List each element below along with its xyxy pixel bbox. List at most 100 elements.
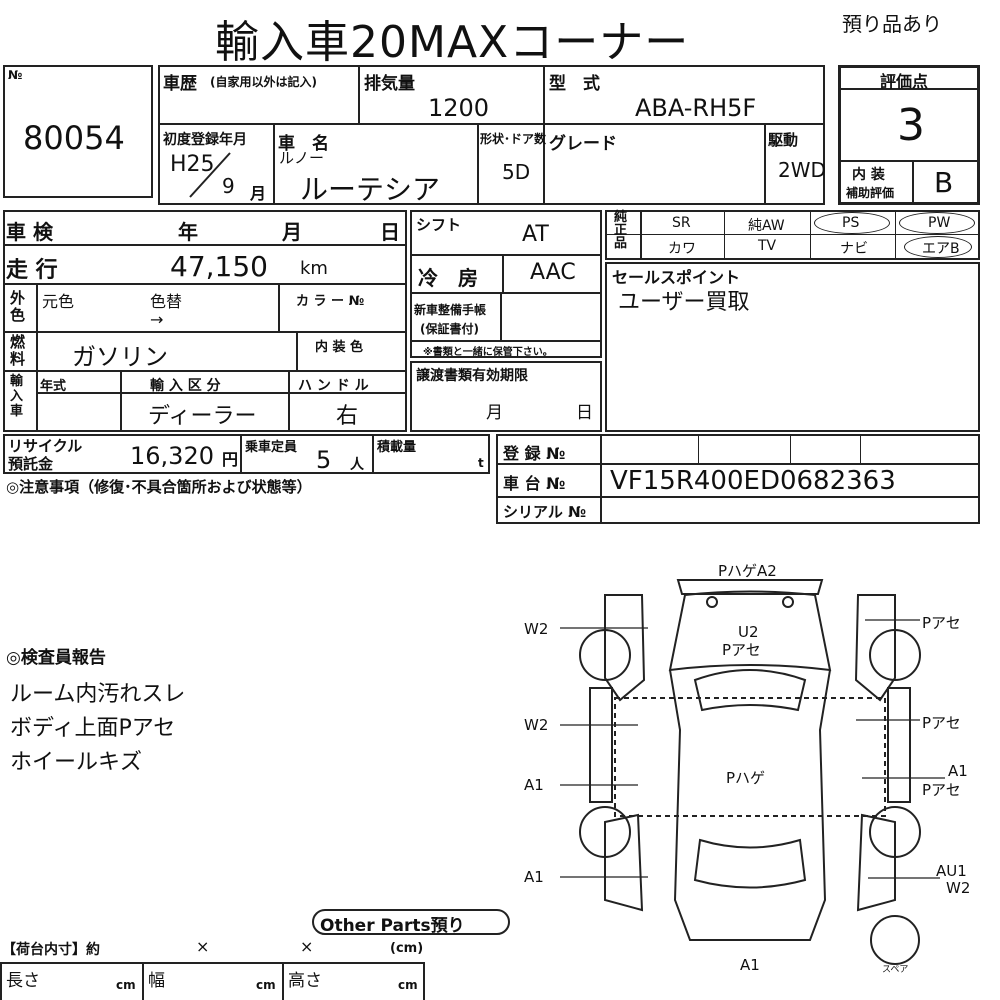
front-bumper [676, 579, 824, 595]
recycle-unit: 円 [222, 450, 239, 469]
fuel-value: ガソリン [72, 343, 168, 371]
vehicle-info-top [158, 65, 825, 205]
cargo-label: 【荷台内寸】約 [2, 942, 100, 958]
transfer-deadline-block [410, 361, 602, 432]
inspection-year: 年 [178, 220, 198, 244]
score-value: 3 [897, 100, 925, 151]
import-label: 輸入車 [10, 374, 24, 419]
vehicle-info-mid [3, 210, 407, 432]
left-sill [589, 687, 613, 803]
cargo-unit: (cm) [390, 941, 424, 956]
option-leather: カワ [668, 241, 696, 257]
shift-value: AT [522, 222, 549, 247]
handle-label: ハ ン ド ル [298, 378, 369, 394]
interior-value: B [934, 166, 954, 199]
recycle-row [3, 434, 490, 474]
left-front-fender [604, 594, 646, 702]
right-rear-fender [856, 813, 896, 912]
caution-label: ◎注意事項（修復･不具合箇所および状態等） [6, 478, 312, 496]
transfer-month: 月 [486, 403, 503, 423]
repaint-arrow: → [150, 310, 164, 329]
car-name-label: 車 名 [278, 134, 329, 154]
diag-spare: スペア [882, 965, 909, 975]
warranty-label: 新車整備手帳 [414, 303, 487, 317]
first-reg-month: 9 [222, 174, 235, 198]
inspector-item: ホイールキズ [10, 750, 143, 775]
number-value: 80054 [23, 119, 125, 157]
interior-color-label: 内 装 色 [315, 340, 364, 355]
inspection-label: 車 検 [6, 220, 53, 244]
score-label: 評価点 [880, 72, 929, 91]
diag-right-4a: AU1 [936, 862, 967, 880]
option-navi: ナビ [840, 241, 868, 257]
inspector-item: ボディ上面Pアセ [10, 716, 176, 741]
import-class-label: 輸 入 区 分 [150, 378, 221, 394]
spare-tire [870, 915, 920, 965]
windshield [693, 669, 807, 712]
roof-dashed [614, 697, 886, 817]
warranty-note: ※書類と一緒に保管下さい。 [423, 347, 553, 358]
ac-value: AAC [530, 260, 576, 285]
ac-label: 冷 房 [418, 266, 478, 290]
other-parts-title: Other Parts預り [320, 916, 465, 936]
diag-right-4b: W2 [946, 879, 971, 897]
transfer-day: 日 [576, 403, 593, 423]
rear-window [693, 838, 807, 889]
drive-value: 2WD [778, 158, 826, 182]
recycle-label: リサイクル [8, 437, 83, 455]
mileage-label: 走 行 [6, 258, 58, 283]
options-grid [605, 210, 980, 260]
grade-label: グレード [549, 134, 617, 154]
chassis-value: VF15R400ED0682363 [610, 466, 896, 496]
repaint-label: 色替 [150, 292, 183, 311]
model-label: 型 式 [549, 74, 600, 94]
option-pw-circle [899, 212, 975, 234]
cargo-dimensions [0, 962, 425, 1000]
registration-block [496, 434, 980, 524]
genuine-label: 純正品 [614, 210, 628, 251]
first-reg-unit: 月 [250, 184, 267, 203]
transfer-label: 譲渡書類有効期限 [416, 368, 528, 384]
right-sill [887, 687, 911, 803]
option-aw: 純AW [748, 218, 785, 234]
height-cm: cm [398, 978, 418, 992]
chassis-label: 車 台 № [503, 474, 566, 493]
cargo-times-1: × [196, 937, 210, 956]
inspector-label: ◎検査員報告 [6, 648, 106, 668]
inspector-item: ルーム内汚れスレ [10, 682, 186, 707]
diag-top: PハゲA2 [718, 562, 777, 580]
doors-label: 形状･ドア数 [480, 132, 547, 146]
first-reg-year: H25 [170, 152, 215, 177]
recycle-sub: 預託金 [8, 455, 54, 473]
displacement-value: 1200 [428, 94, 490, 122]
first-reg-label: 初度登録年月 [163, 132, 247, 148]
inspection-month: 月 [282, 220, 302, 244]
handle-value: 右 [336, 404, 359, 429]
drive-label: 駆動 [768, 131, 799, 149]
left-front-wheel [579, 629, 631, 681]
left-rear-wheel [579, 806, 631, 858]
orig-color-label: 元色 [42, 292, 75, 311]
displacement-label: 排気量 [364, 74, 415, 94]
deposit-note: 預り品あり [842, 12, 942, 36]
other-parts-badge [312, 909, 510, 935]
load-unit: t [478, 456, 484, 470]
history-label: 車歴 [163, 74, 197, 94]
number-box: № 80054 [3, 65, 153, 198]
maker-value: ルノー [279, 149, 325, 167]
load-label: 積載量 [377, 440, 417, 455]
option-ps-circle [814, 212, 890, 234]
width-label: 幅 [148, 971, 165, 991]
diag-right-3b: Pアセ [922, 781, 961, 799]
option-airbag-circle [904, 236, 972, 258]
sales-label: セールスポイント [612, 268, 741, 287]
mileage-value: 47,150 [170, 250, 268, 283]
diag-left-1: W2 [524, 620, 549, 638]
right-front-fender [854, 594, 896, 702]
body-outline [669, 669, 831, 941]
left-rear-fender [604, 813, 644, 912]
diag-hood-2: Pアセ [722, 641, 761, 659]
mileage-unit: km [300, 258, 328, 279]
number-label: № [8, 68, 23, 82]
color-no-label: カ ラ ー № [296, 294, 365, 309]
